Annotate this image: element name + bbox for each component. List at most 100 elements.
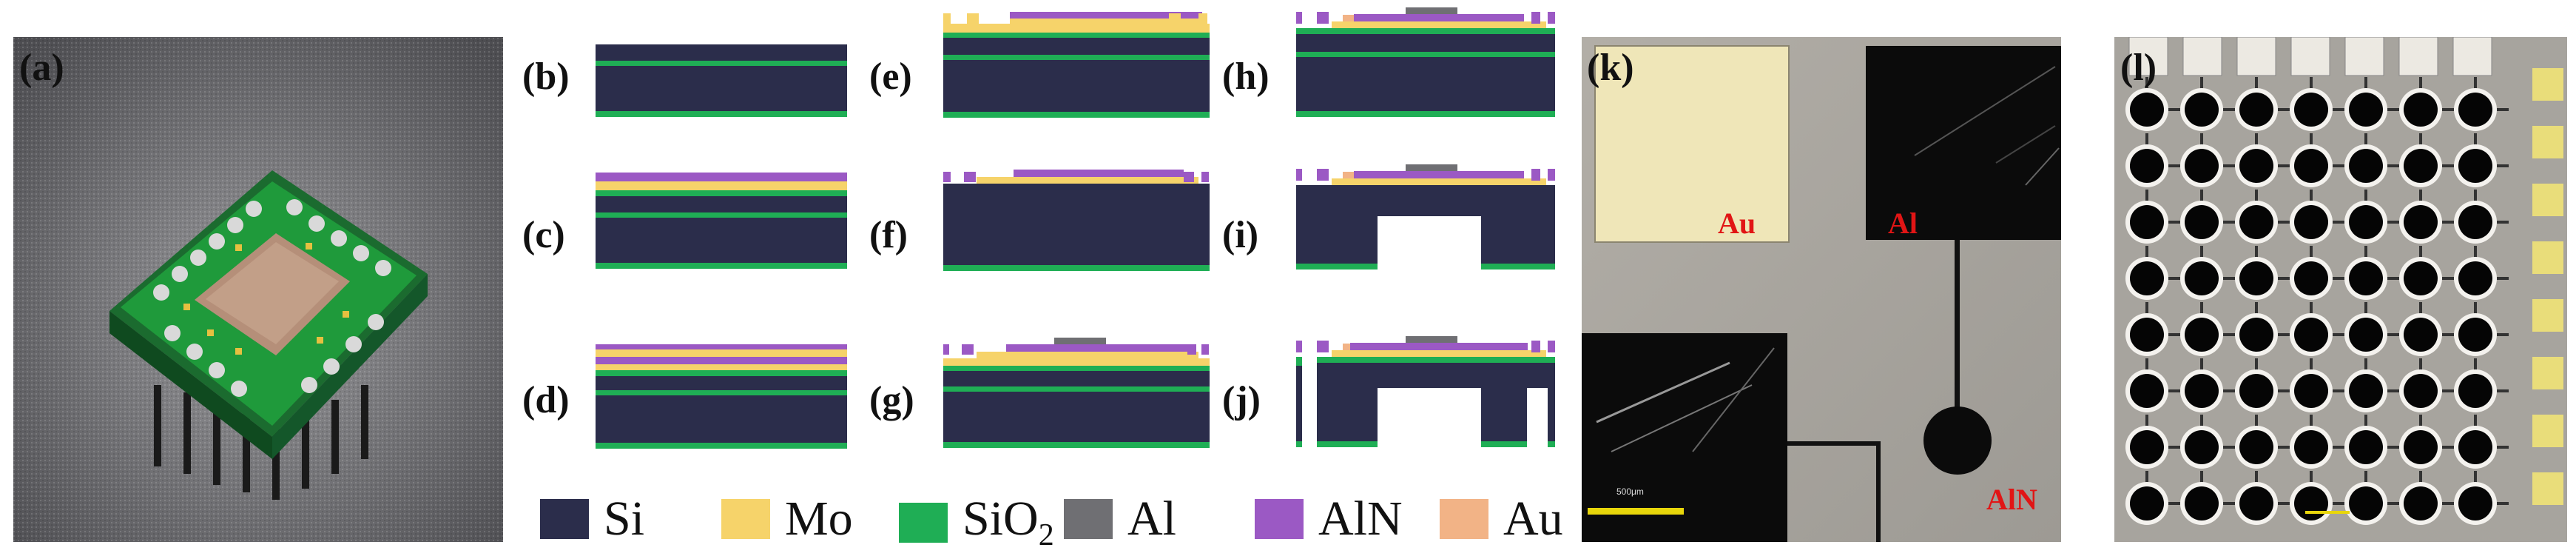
legend-item-au: Au — [1440, 495, 1563, 543]
array-element — [2349, 318, 2383, 352]
array-element — [2404, 374, 2438, 408]
panel-label-j: (j) — [1222, 379, 1261, 421]
array-element — [2239, 205, 2273, 239]
side-bond-pad — [2532, 472, 2563, 505]
cross-section-j — [1296, 336, 1555, 447]
packaged-chip-photo — [13, 37, 503, 542]
panel-label-l: (l) — [2120, 47, 2157, 89]
array-element — [2458, 486, 2492, 520]
scale-bar-text: 500μm — [1616, 486, 1644, 497]
array-element — [2404, 430, 2438, 464]
legend-item-mo: Mo — [721, 495, 853, 543]
side-bond-pad — [2532, 299, 2563, 332]
array-element — [2458, 318, 2492, 352]
array-element — [2294, 261, 2328, 295]
cross-section-i — [1296, 164, 1555, 270]
top-bond-pad — [2290, 37, 2330, 76]
array-element — [2404, 93, 2438, 127]
array-element — [2294, 149, 2328, 183]
side-bond-pad — [2532, 357, 2563, 389]
legend-item-si: Si — [540, 495, 644, 543]
side-bond-pad — [2532, 68, 2563, 101]
legend-label-aln: AlN — [1318, 492, 1403, 546]
top-bond-pad — [2452, 37, 2492, 76]
array-element — [2404, 205, 2438, 239]
array-element — [2404, 486, 2438, 520]
cross-section-e — [943, 12, 1210, 118]
legend-item-sio2: SiO2 — [899, 495, 1054, 551]
legend-swatch-aln — [1255, 499, 1304, 539]
legend-swatch-mo — [721, 499, 770, 539]
scale-mark — [2305, 511, 2350, 514]
array-element — [2294, 430, 2328, 464]
au-pad-label: Au — [1718, 207, 1756, 240]
array-element — [2458, 149, 2492, 183]
panel-label-k: (k) — [1587, 47, 1634, 89]
array-element — [2458, 430, 2492, 464]
panel-label-i: (i) — [1222, 214, 1259, 256]
array-element — [2185, 486, 2219, 520]
legend-swatch-al — [1064, 499, 1113, 539]
legend-swatch-sio2 — [899, 503, 948, 543]
array-element — [2349, 93, 2383, 127]
array-element — [2294, 205, 2328, 239]
array-element — [2404, 261, 2438, 295]
panel-label-b: (b) — [522, 56, 570, 98]
array-element — [2458, 374, 2492, 408]
legend-item-aln: AlN — [1255, 495, 1403, 543]
top-bond-pad — [2182, 37, 2222, 76]
array-element — [2239, 318, 2273, 352]
array-element — [2185, 318, 2219, 352]
top-bond-pad — [2344, 37, 2384, 76]
array-element — [2404, 318, 2438, 352]
array-element — [2239, 486, 2273, 520]
array-element — [2239, 261, 2273, 295]
array-element — [2130, 261, 2164, 295]
transducer-array-micrograph — [2114, 37, 2567, 542]
panel-label-d: (d) — [522, 379, 570, 421]
array-element — [2239, 149, 2273, 183]
aln-pad-label: AlN — [1986, 483, 2037, 516]
cross-section-f — [943, 170, 1210, 271]
array-element — [2239, 430, 2273, 464]
cross-section-b — [596, 44, 847, 117]
array-element — [2185, 205, 2219, 239]
array-element — [2349, 205, 2383, 239]
fabrication-cross-sections — [596, 7, 1555, 449]
array-element — [2185, 149, 2219, 183]
array-element — [2185, 93, 2219, 127]
cross-section-c — [596, 173, 847, 269]
panel-label-h: (h) — [1222, 56, 1270, 98]
top-bond-pad — [2128, 37, 2168, 76]
panel-label-a: (a) — [19, 47, 64, 89]
side-bond-pad — [2532, 241, 2563, 274]
array-element — [2349, 430, 2383, 464]
panel-label-e: (e) — [869, 56, 912, 98]
legend-label-sio2: SiO2 — [962, 492, 1054, 553]
side-bond-pad — [2532, 415, 2563, 447]
array-element — [2294, 318, 2328, 352]
array-element — [2458, 205, 2492, 239]
cross-section-d — [596, 344, 847, 449]
top-bond-pad — [2398, 37, 2438, 76]
array-element — [2349, 374, 2383, 408]
pad-micrograph — [1582, 37, 2061, 542]
legend-swatch-au — [1440, 499, 1488, 539]
array-element — [2294, 374, 2328, 408]
legend-label-au: Au — [1503, 492, 1563, 546]
array-element — [2239, 374, 2273, 408]
legend-item-al: Al — [1064, 495, 1176, 543]
array-element — [2185, 374, 2219, 408]
array-element — [2130, 149, 2164, 183]
panel-label-f: (f) — [869, 214, 908, 256]
array-element — [2239, 93, 2273, 127]
array-element — [2130, 205, 2164, 239]
array-element — [2349, 261, 2383, 295]
cross-section-g — [943, 338, 1210, 448]
al-pad-label: Al — [1888, 207, 1918, 240]
legend-label-si: Si — [604, 492, 645, 546]
array-element — [2458, 93, 2492, 127]
cross-section-h — [1296, 7, 1555, 117]
legend-label-al: Al — [1127, 492, 1176, 546]
array-element — [2185, 261, 2219, 295]
